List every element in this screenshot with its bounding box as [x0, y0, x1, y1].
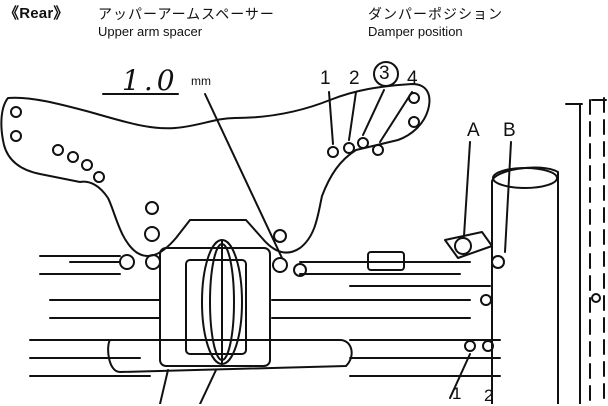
- shock-body: [491, 166, 559, 404]
- spacer-unit: mm: [191, 74, 211, 88]
- upper-arm-spacer-title-jp: アッパーアームスペーサー: [98, 6, 275, 22]
- damper-hole-3: [357, 137, 369, 149]
- damper-position-label-1: 1: [320, 68, 331, 89]
- mount-label-b: B: [503, 120, 516, 141]
- damper-position-title-en: Damper position: [368, 24, 463, 39]
- upper-arm-spacer-title-en: Upper arm spacer: [98, 24, 203, 39]
- damper-hole-2: [343, 142, 355, 154]
- mount-label-a: A: [467, 120, 480, 141]
- damper-position-title-jp: ダンパーポジション: [368, 6, 503, 22]
- damper-hole-4: [372, 144, 384, 156]
- damper-position-label-2: 2: [349, 68, 360, 89]
- lower-position-label-2: 2: [484, 386, 494, 405]
- damper-position-label-4: 4: [407, 68, 418, 89]
- selected-position-ring: [373, 61, 399, 87]
- damper-hole-1: [327, 146, 339, 158]
- spacer-value: 1.0: [122, 64, 179, 97]
- lower-position-label-1: 1: [452, 384, 462, 403]
- damper-stay: [0, 83, 431, 257]
- damper-position-label-3: 3: [379, 63, 390, 84]
- rear-section-label: 《Rear》: [4, 5, 69, 22]
